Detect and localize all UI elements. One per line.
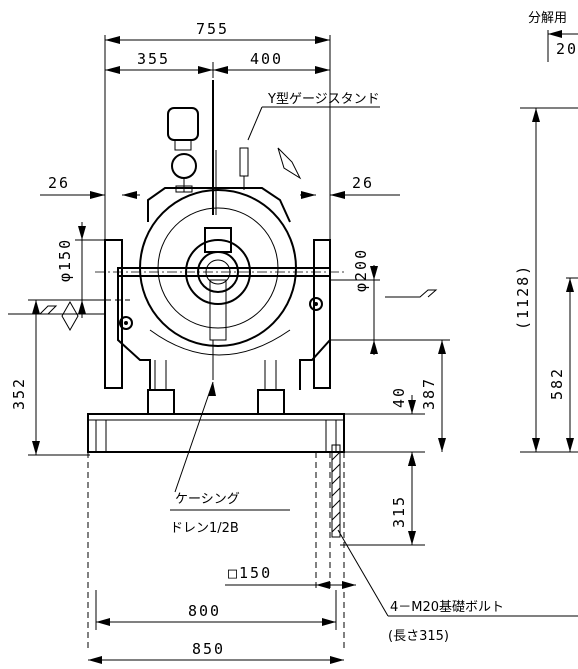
casing-label: ケーシング xyxy=(175,492,240,507)
dim-850-label: 850 xyxy=(192,640,225,658)
dim-582-label: 582 xyxy=(548,367,566,400)
dimension-355-400: 355 400 xyxy=(105,50,330,78)
dim-26-left-label: 26 xyxy=(48,174,70,192)
dimension-387: 387 xyxy=(380,339,450,452)
dim-315-label: 315 xyxy=(390,495,408,528)
dim-phi200-label: φ200 xyxy=(352,248,370,292)
dim-1128-label: (1128) xyxy=(514,264,532,330)
anchor-bolt xyxy=(331,444,341,538)
dimension-40: 40 xyxy=(344,386,425,470)
dim-800-label: 800 xyxy=(188,602,221,620)
pressure-gauge xyxy=(167,107,199,193)
drain-label: ドレン1/2B xyxy=(170,521,239,536)
pump-casing xyxy=(117,187,331,390)
base-plate xyxy=(87,413,345,453)
dimension-phi150: φ150 xyxy=(56,222,105,318)
section-marker-right xyxy=(385,289,438,298)
dim-40-label: 40 xyxy=(390,386,408,408)
casing-drain-callout: ケーシング ドレン1/2B xyxy=(170,381,290,536)
dim-387-label: 387 xyxy=(420,377,438,410)
dimension-phi200: φ200 xyxy=(330,248,380,355)
view-arrow-icon xyxy=(277,147,302,180)
disassembly-value: 20 xyxy=(556,40,578,58)
dimension-315: 315 xyxy=(340,452,425,546)
gauge-stand-label: Y型ゲージスタンド xyxy=(267,92,380,107)
dim-26-right-label: 26 xyxy=(352,174,374,192)
dim-755-label: 755 xyxy=(196,20,229,38)
dimension-850: 850 xyxy=(88,640,344,664)
dimension-352: 352 xyxy=(10,299,105,456)
bolt-length-label: (長さ315) xyxy=(388,629,449,644)
anchor-bolt-callout: 4－M20基礎ボルト (長さ315) xyxy=(337,529,578,644)
disassembly-label: 分解用 xyxy=(528,11,567,26)
dimension-26-right: 26 xyxy=(300,174,400,199)
dim-phi150-label: φ150 xyxy=(56,238,74,282)
dim-355-label: 355 xyxy=(137,50,170,68)
dimension-800: 800 xyxy=(95,590,337,630)
dim-400-label: 400 xyxy=(250,50,283,68)
pump-feet xyxy=(147,360,285,415)
foundation-outline xyxy=(87,452,345,650)
dim-352-label: 352 xyxy=(10,377,28,410)
anchor-bolt-label: 4－M20基礎ボルト xyxy=(390,600,504,615)
section-marker-left xyxy=(8,305,58,315)
side-view: 分解用 20 (1128) 582 xyxy=(514,11,578,453)
dimension-pit-150: □150 xyxy=(225,564,356,589)
dimension-26-left: 26 xyxy=(40,174,140,199)
discharge-flange xyxy=(309,239,331,389)
dim-pit-150-label: □150 xyxy=(228,564,272,582)
